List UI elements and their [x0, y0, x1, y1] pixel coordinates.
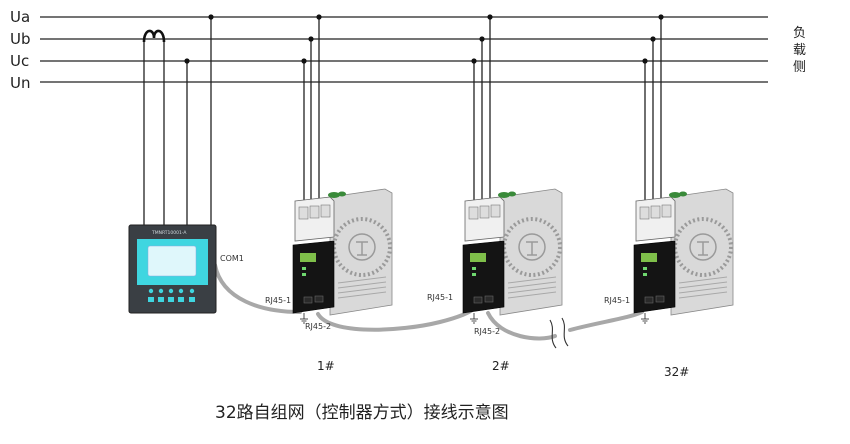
unit-1-rj45-2-label: RJ45-2 — [305, 322, 331, 331]
load-side-char-3: 侧 — [793, 60, 806, 75]
controller: TMNRT10001-A — [128, 224, 217, 314]
unit-label-1: 1# — [317, 359, 335, 373]
current-transformer-icon — [142, 29, 166, 43]
compensation-unit-1 — [291, 187, 394, 325]
unit-1-rj45-1-label: RJ45-1 — [265, 296, 291, 305]
bus-lines — [40, 16, 768, 83]
controller-keypad — [148, 288, 195, 302]
load-side-char-1: 负 — [793, 26, 806, 41]
unit-32-rj45-1-label: RJ45-1 — [604, 296, 630, 305]
unit-32-wires — [642, 14, 664, 200]
communication-cables — [213, 263, 644, 341]
unit-label-2: 2# — [492, 359, 510, 373]
load-side-char-2: 载 — [793, 43, 806, 58]
controller-header: TMNRT10001-A — [151, 230, 187, 236]
phase-label-ub: Ub — [10, 30, 31, 48]
phase-label-uc: Uc — [10, 52, 29, 70]
phase-label-ua: Ua — [10, 8, 30, 26]
unit-2-rj45-2-label: RJ45-2 — [474, 327, 500, 336]
diagram-caption: 32路自组网（控制器方式）接线示意图 — [215, 403, 509, 423]
unit-2-rj45-1-label: RJ45-1 — [427, 293, 453, 302]
break-symbol — [549, 317, 569, 349]
unit-label-32: 32# — [664, 365, 689, 379]
compensation-unit-2 — [461, 187, 564, 325]
compensation-unit-32 — [632, 187, 735, 325]
controller-wires — [143, 14, 214, 228]
unit-2-wires — [471, 14, 493, 200]
phase-label-un: Un — [10, 74, 31, 92]
unit-1-wires — [301, 14, 322, 200]
controller-port-label: COM1 — [220, 254, 244, 263]
